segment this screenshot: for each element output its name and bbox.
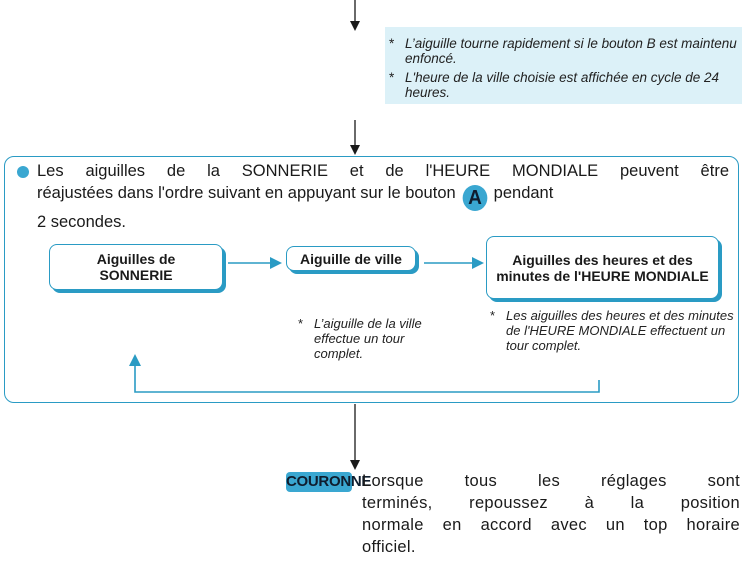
note-line: * L'heure de la ville choisie est affiché… xyxy=(389,70,745,100)
final-line: Lorsque tous les réglages sont xyxy=(362,472,740,490)
instruction-paragraph: Les aiguilles de la SONNERIE et de l'HEU… xyxy=(37,160,729,233)
paragraph-line: réajustées dans l'ordre suivant en appuy… xyxy=(37,182,729,211)
step-world-time-hands: Aiguilles des heures et des minutes de l… xyxy=(486,236,719,299)
step-label: Aiguille de ville xyxy=(300,250,402,267)
step-label: Aiguilles de SONNERIE xyxy=(96,251,176,283)
note-box: * L’aiguille tourne rapidement si le bout… xyxy=(385,27,742,104)
note-text: L’aiguille tourne rapidement si le bouto… xyxy=(405,36,737,66)
paragraph-line: Les aiguilles de la SONNERIE et de l'HEU… xyxy=(37,162,729,180)
final-line: officiel. xyxy=(362,538,416,556)
note-marker: * xyxy=(389,70,395,85)
note-marker: * xyxy=(389,36,395,51)
note-text: L’aiguille de la ville effectue un tour … xyxy=(314,316,422,361)
note-line: * L’aiguille tourne rapidement si le bout… xyxy=(389,36,745,66)
note-text: Les aiguilles des heures et des minutes … xyxy=(506,308,734,353)
note-marker: * xyxy=(490,308,496,323)
return-loop xyxy=(129,354,600,393)
button-a-icon: A xyxy=(462,185,488,211)
crown-badge: COURONNE xyxy=(286,472,372,492)
step-label: Aiguilles des heures et des minutes de l… xyxy=(496,251,709,284)
final-line: terminés, repoussez à la position xyxy=(362,494,740,512)
final-line: normale en accord avec un top horaire xyxy=(362,516,740,534)
bullet-icon xyxy=(17,166,29,178)
step-note-city: * L’aiguille de la ville effectue un tour… xyxy=(298,316,449,361)
step-note-world: * Les aiguilles des heures et des minutes… xyxy=(490,308,736,353)
final-instruction: Lorsque tous les réglages sont terminés,… xyxy=(362,470,740,558)
step-city-hand: Aiguille de ville xyxy=(286,246,416,271)
step-alarm-hands: Aiguilles de SONNERIE xyxy=(49,244,223,290)
paragraph-text: pendant xyxy=(493,184,554,202)
note-text: L'heure de la ville choisie est affichée… xyxy=(405,70,720,100)
paragraph-text: réajustées dans l'ordre suivant en appuy… xyxy=(37,184,456,202)
main-frame xyxy=(4,156,739,403)
paragraph-line: 2 secondes. xyxy=(37,213,126,231)
note-marker: * xyxy=(298,316,304,331)
